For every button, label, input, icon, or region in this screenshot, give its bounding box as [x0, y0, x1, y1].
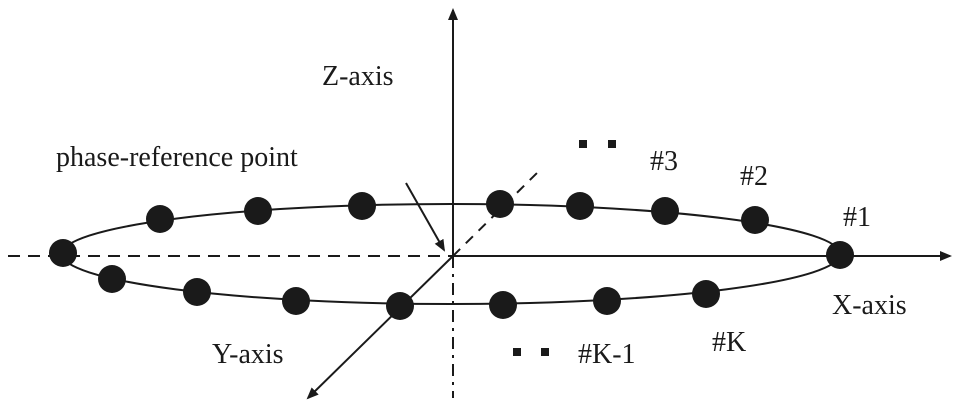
array-element — [183, 278, 211, 306]
array-element — [282, 287, 310, 315]
x-axis-label: X-axis — [832, 290, 907, 321]
element-k-minus-1-label: #K-1 — [578, 339, 636, 370]
element-3-label: #3 — [650, 146, 678, 177]
z-axis-label: Z-axis — [322, 61, 394, 92]
array-element — [566, 192, 594, 220]
array-element-k — [692, 280, 720, 308]
ellipsis-dot — [608, 140, 616, 148]
element-2-label: #2 — [740, 161, 768, 192]
array-element — [348, 192, 376, 220]
ellipsis-dot — [513, 348, 521, 356]
element-k-label: #K — [712, 327, 746, 358]
array-element — [49, 239, 77, 267]
element-1-label: #1 — [843, 202, 871, 233]
array-element-1 — [826, 241, 854, 269]
y-axis-line — [306, 255, 454, 400]
phase-reference-label: phase-reference point — [56, 142, 298, 173]
ellipsis-dot — [579, 140, 587, 148]
y-axis-label: Y-axis — [212, 339, 284, 370]
ellipsis-marks — [513, 140, 616, 356]
phase-reference-arrow — [405, 182, 445, 252]
array-element-3 — [651, 197, 679, 225]
array-ellipse — [61, 203, 841, 305]
array-element — [386, 292, 414, 320]
array-element-k-minus-1 — [593, 287, 621, 315]
ellipsis-dot — [541, 348, 549, 356]
array-element — [486, 190, 514, 218]
array-element — [146, 205, 174, 233]
array-element — [489, 291, 517, 319]
array-element-2 — [741, 206, 769, 234]
array-elements — [49, 190, 854, 320]
array-element — [244, 197, 272, 225]
array-element — [98, 265, 126, 293]
